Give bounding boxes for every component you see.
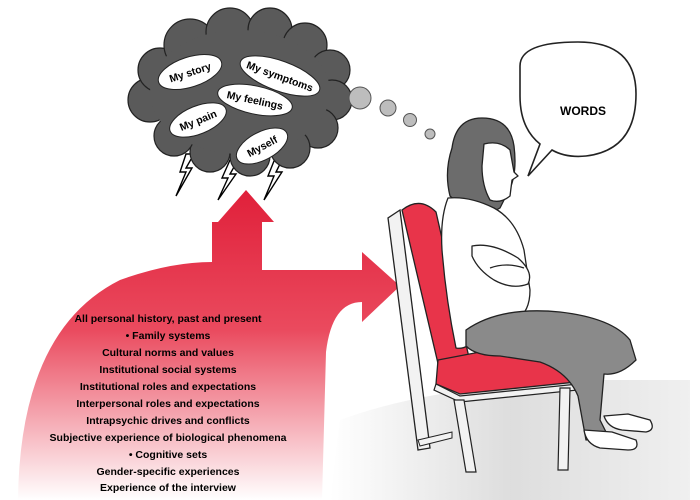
seated-person xyxy=(440,117,653,451)
trousers xyxy=(465,310,637,441)
thought-trail-bubble xyxy=(424,128,436,140)
label-bubble-myself xyxy=(235,127,289,165)
label-bubble-my-story xyxy=(157,53,223,91)
thought-trail-bubble xyxy=(403,113,417,127)
thought-trail-bubble xyxy=(379,99,397,117)
influence-item: Institutional roles and expectations xyxy=(79,381,257,393)
label-bubble-my-symptoms xyxy=(239,55,321,97)
influence-item: Intrapsychic drives and conflicts xyxy=(86,415,250,427)
influence-item: • Family systems xyxy=(125,330,211,342)
thought-trail xyxy=(348,86,436,140)
influence-item: Experience of the interview xyxy=(100,482,236,494)
influence-arrow xyxy=(18,190,400,500)
influence-item: All personal history, past and present xyxy=(74,313,262,325)
speech-bubble: WORDS xyxy=(519,41,637,177)
shoe xyxy=(583,429,638,451)
influence-item: Institutional social systems xyxy=(99,364,237,376)
cloud-label-bubbles xyxy=(157,53,321,165)
influence-item: Cultural norms and values xyxy=(102,347,234,359)
speech-bubble-label: WORDS xyxy=(560,104,606,118)
influence-item: • Cognitive sets xyxy=(128,449,208,461)
thought-trail-bubble xyxy=(348,86,372,110)
influence-item: Subjective experience of biological phen… xyxy=(49,432,287,444)
label-bubble-my-pain xyxy=(169,102,227,138)
shoe xyxy=(603,413,653,433)
influence-item: Gender-specific experiences xyxy=(96,466,240,478)
label-bubble-my-feelings xyxy=(217,83,293,117)
face xyxy=(481,142,519,202)
influence-item: Interpersonal roles and expectations xyxy=(76,398,260,410)
